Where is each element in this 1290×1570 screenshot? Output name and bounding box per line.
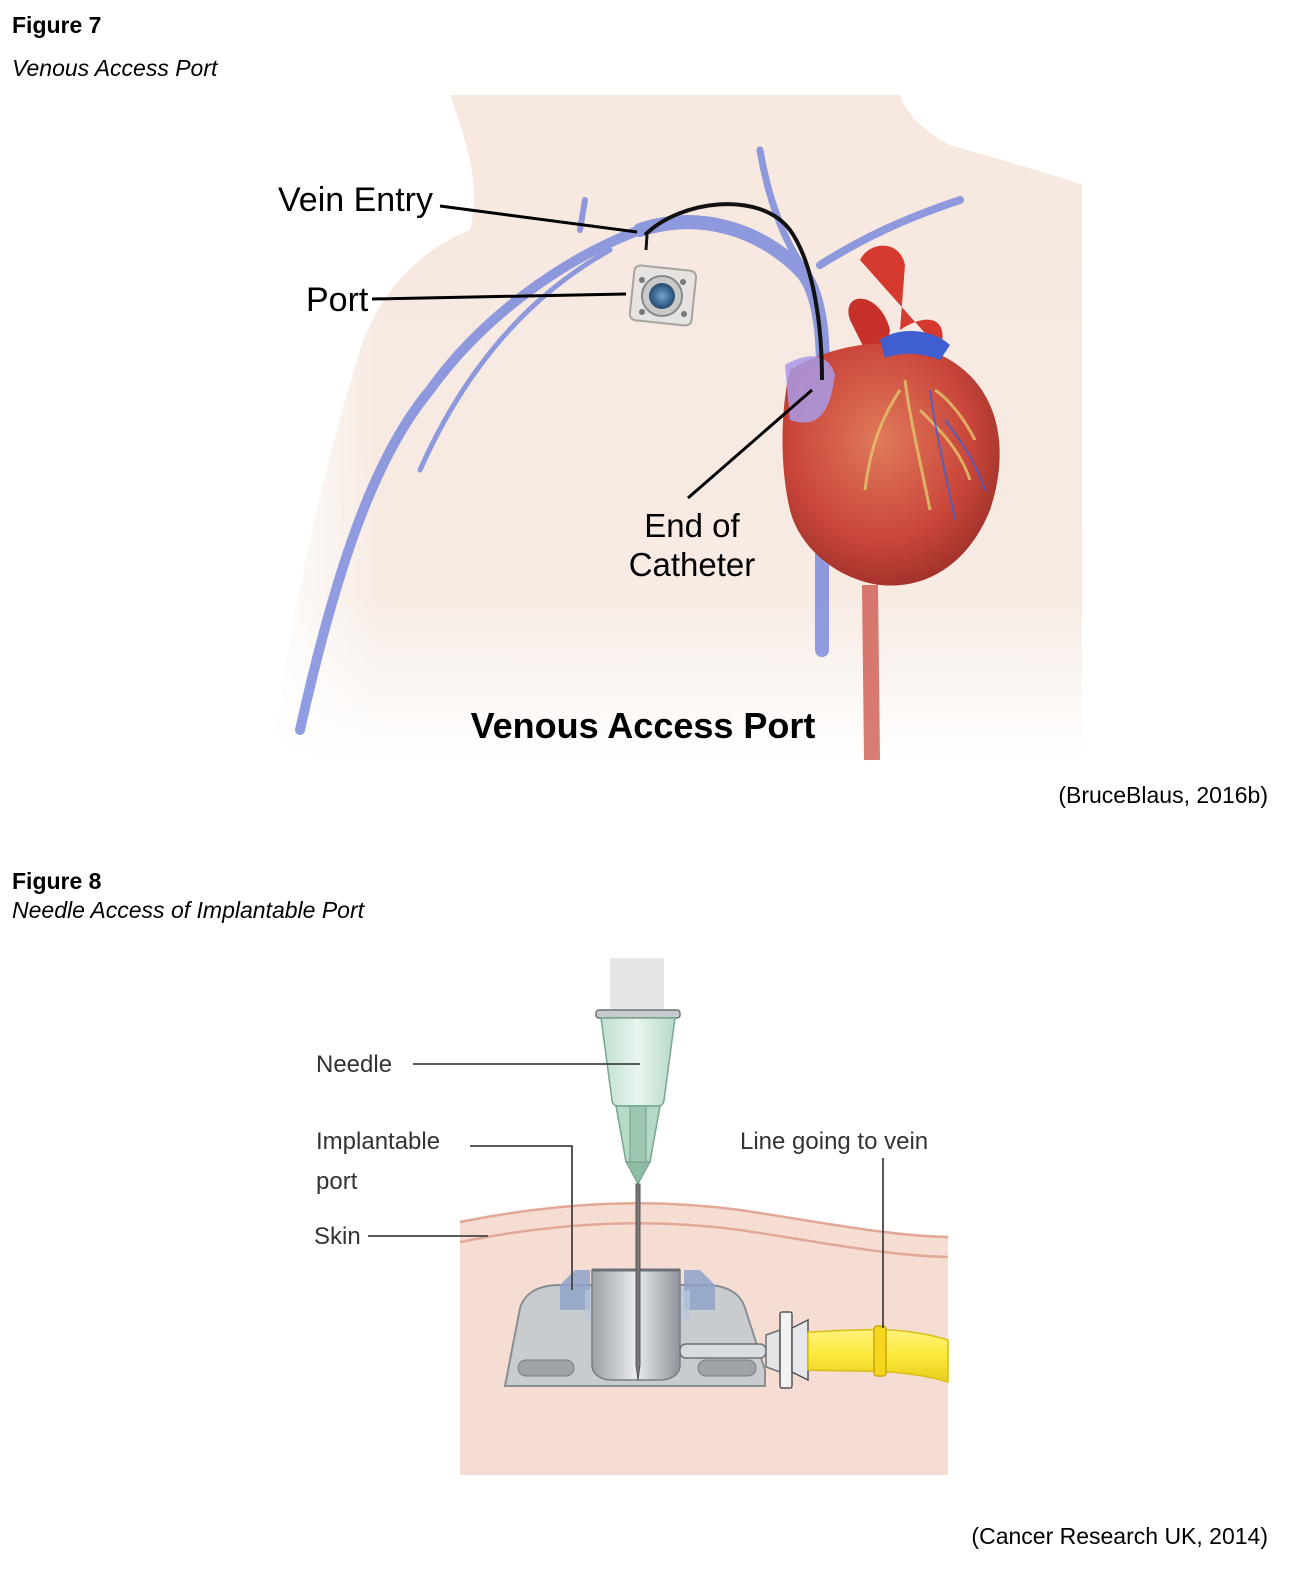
vein-entry-label: Vein Entry: [278, 181, 433, 219]
needle: [595, 958, 681, 1381]
line-going-to-vein-label: Line going to vein: [740, 1128, 928, 1155]
figure-8-caption: Needle Access of Implantable Port: [12, 897, 364, 923]
figure-7-number: Figure 7: [12, 12, 102, 38]
figure-8-credit: (Cancer Research UK, 2014): [971, 1523, 1268, 1549]
heart: [782, 245, 1000, 761]
skin-label: Skin: [314, 1223, 361, 1250]
needle-access-diagram: Needle Implantable port Skin Line going …: [314, 958, 949, 1475]
needle-label: Needle: [316, 1051, 392, 1078]
vein-entry-leader: [439, 204, 638, 234]
implantable-port-body: [503, 1268, 766, 1387]
figure-7-credit: (BruceBlaus, 2016b): [1058, 782, 1268, 808]
end-of-catheter-label-line2: Catheter: [629, 546, 756, 583]
port-label: Port: [306, 281, 369, 319]
illustration-title: Venous Access Port: [471, 705, 816, 746]
end-of-catheter-label-line1: End of: [644, 507, 740, 544]
skin-line-outer: [459, 1202, 949, 1239]
port-outlet-connector: [679, 1311, 809, 1389]
venous-access-port-illustration: Vein Entry Port End of Catheter Venous A…: [260, 90, 1082, 770]
implantable-port-leader: [470, 1145, 573, 1290]
port-leader: [371, 292, 627, 301]
catheter-end-leader: [687, 388, 813, 500]
port-device: [628, 264, 698, 327]
implantable-port-label-line1: Implantable: [316, 1128, 440, 1155]
figure-7-caption: Venous Access Port: [12, 55, 218, 81]
figure-8-number: Figure 8: [12, 868, 102, 894]
skin-line-inner: [459, 1222, 949, 1259]
implantable-port-label-line2: port: [316, 1168, 358, 1195]
catheter-line: [643, 202, 824, 381]
